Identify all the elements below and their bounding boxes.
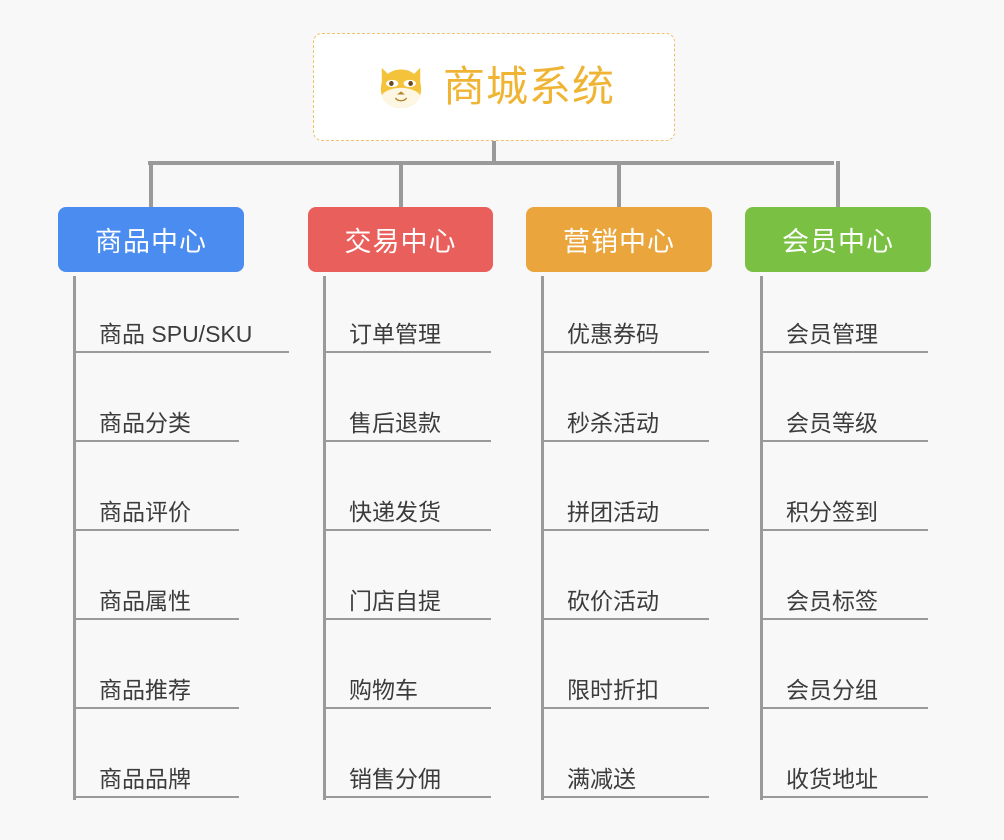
leaf-item-label: 砍价活动	[567, 587, 659, 614]
leaf-item-underline	[73, 707, 239, 709]
leaf-item-label: 优惠券码	[567, 320, 659, 347]
root-title: 商城系统	[442, 63, 615, 110]
leaf-item-label: 会员分组	[786, 676, 878, 703]
leaf-item-label: 商品评价	[99, 498, 191, 525]
shiba-dog-face-icon	[380, 67, 422, 108]
connector-root-stem	[492, 141, 496, 165]
category-header-3[interactable]: 营销中心	[526, 207, 712, 272]
leaf-item-label: 会员等级	[786, 409, 878, 436]
leaf-item-underline	[760, 796, 928, 798]
leaf-item-underline	[760, 351, 928, 353]
leaf-item-underline	[73, 351, 289, 353]
leaf-item-underline	[541, 707, 709, 709]
leaf-item-label: 会员管理	[786, 320, 878, 347]
category-header-2[interactable]: 交易中心	[308, 207, 493, 272]
leaf-item-label: 商品推荐	[99, 676, 191, 703]
leaf-item-underline	[323, 351, 491, 353]
category-header-label: 商品中心	[95, 227, 207, 257]
leaf-item-underline	[760, 618, 928, 620]
leaf-item-underline	[541, 351, 709, 353]
leaf-item-underline	[323, 707, 491, 709]
leaf-item-label: 售后退款	[349, 409, 441, 436]
category-header-label: 会员中心	[782, 227, 894, 257]
leaf-item-underline	[73, 618, 239, 620]
branch-trunk-1	[73, 276, 76, 800]
connector-drop-3	[617, 161, 621, 207]
leaf-item-underline	[541, 440, 709, 442]
category-header-label: 交易中心	[344, 227, 457, 257]
branch-trunk-3	[541, 276, 544, 800]
leaf-item-label: 会员标签	[786, 587, 878, 614]
leaf-item-label: 积分签到	[786, 498, 878, 525]
leaf-item-underline	[73, 796, 239, 798]
connector-horizontal-rail	[148, 161, 834, 165]
leaf-item-label: 收货地址	[786, 765, 878, 792]
leaf-item-label: 快递发货	[349, 498, 441, 525]
branch-trunk-2	[323, 276, 326, 800]
connector-drop-2	[398, 161, 403, 207]
connector-drop-4	[836, 161, 840, 207]
category-header-4[interactable]: 会员中心	[745, 207, 931, 272]
leaf-item-underline	[73, 440, 239, 442]
leaf-item-label: 订单管理	[349, 320, 441, 347]
leaf-item-underline	[541, 618, 709, 620]
leaf-item-label: 商品品牌	[99, 765, 191, 792]
leaf-item-underline	[73, 529, 239, 531]
connector-drop-1	[149, 161, 153, 207]
leaf-item-underline	[323, 529, 491, 531]
leaf-item-label: 满减送	[567, 765, 636, 792]
leaf-item-underline	[323, 440, 491, 442]
leaf-item-underline	[760, 529, 928, 531]
leaf-item-label: 限时折扣	[567, 676, 659, 703]
leaf-item-underline	[323, 796, 491, 798]
leaf-item-label: 购物车	[349, 676, 418, 703]
leaf-item-label: 商品 SPU/SKU	[99, 320, 253, 347]
category-header-label: 营销中心	[563, 227, 675, 257]
leaf-item-underline	[323, 618, 491, 620]
category-header-1[interactable]: 商品中心	[58, 207, 244, 272]
leaf-item-underline	[541, 796, 709, 798]
leaf-item-label: 商品分类	[99, 409, 191, 436]
leaf-item-label: 秒杀活动	[567, 409, 659, 436]
leaf-item-label: 商品属性	[99, 587, 191, 614]
root-node[interactable]: 商城系统	[313, 33, 675, 141]
leaf-item-underline	[760, 440, 928, 442]
leaf-item-underline	[760, 707, 928, 709]
branch-trunk-4	[760, 276, 763, 800]
leaf-item-label: 拼团活动	[567, 498, 659, 525]
leaf-item-label: 销售分佣	[349, 765, 441, 792]
leaf-item-label: 门店自提	[349, 587, 441, 614]
leaf-item-underline	[541, 529, 709, 531]
